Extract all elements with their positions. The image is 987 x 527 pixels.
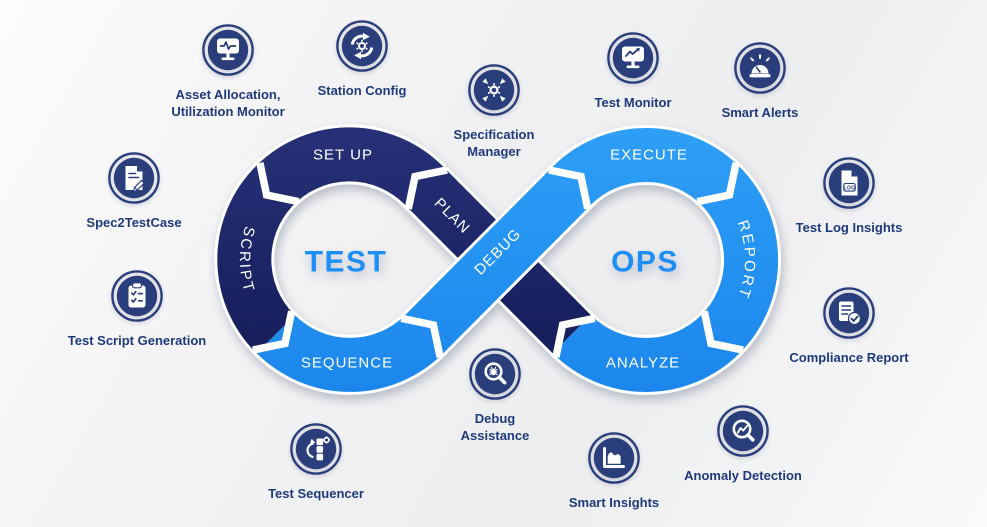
area-chart-icon (588, 432, 640, 484)
flow-chevron (404, 166, 448, 210)
flow-chevron (548, 166, 592, 210)
page-pencil-icon (108, 152, 160, 204)
node-label: Test Script Generation (67, 333, 207, 348)
node-label: Test Log Insights (795, 220, 903, 235)
test-loop-title: TEST (305, 246, 388, 279)
node-asset-allocation: Asset Allocation,Utilization Monitor (133, 24, 323, 120)
node-smart-insights: Smart Insights (519, 432, 709, 511)
document-check-icon (823, 287, 875, 339)
test-loop-band (217, 127, 595, 362)
monitor-chart-icon (607, 32, 659, 84)
flow-chevron (696, 162, 740, 206)
node-smart-alerts: Smart Alerts (665, 42, 855, 121)
node-label: Test Sequencer (268, 486, 364, 501)
alarm-icon (734, 42, 786, 94)
node-compliance-report: Compliance Report (754, 287, 944, 366)
clipboard-checklist-icon (111, 270, 163, 322)
node-test-log-insights: LOG Test Log Insights (754, 157, 944, 236)
flow-chevron (252, 310, 296, 354)
node-label: Station Config (317, 83, 407, 98)
sync-gear-icon (336, 20, 388, 72)
flow-chevron (700, 310, 744, 354)
node-label: Smart Insights (568, 495, 660, 510)
stage-label-report: REPORT (734, 218, 758, 302)
sequencer-blocks-icon (290, 423, 342, 475)
svg-text:LOG: LOG (844, 185, 856, 191)
stage-label-execute: EXECUTE (610, 147, 688, 164)
node-label: Asset Allocation,Utilization Monitor (171, 87, 285, 119)
node-label: Smart Alerts (721, 105, 799, 120)
node-spec2testcase: Spec2TestCase (39, 152, 229, 231)
node-test-monitor: Test Monitor (538, 32, 728, 111)
node-label: Test Monitor (594, 95, 672, 110)
node-anomaly-detection: Anomaly Detection (648, 405, 838, 484)
magnifier-trend-icon (717, 405, 769, 457)
stage-label-sequence: SEQUENCE (301, 355, 393, 372)
node-label: Compliance Report (789, 350, 909, 365)
log-document-icon: LOG (823, 157, 875, 209)
ops-loop-title: OPS (611, 246, 679, 279)
stage-label-setup: SET UP (313, 147, 373, 164)
flow-chevron (400, 314, 444, 358)
bug-magnifier-icon (469, 348, 521, 400)
monitor-pulse-icon (202, 24, 254, 76)
node-test-script-generation: Test Script Generation (42, 270, 232, 349)
node-station-config: Station Config (267, 20, 457, 99)
flow-chevron (256, 162, 300, 206)
node-test-sequencer: Test Sequencer (221, 423, 411, 502)
ops-loop-band (256, 128, 779, 392)
expand-gear-icon (468, 64, 520, 116)
flow-chevron (552, 314, 596, 358)
node-label: Anomaly Detection (684, 468, 802, 483)
node-label: Spec2TestCase (86, 215, 182, 230)
stage-label-script: SCRIPT (236, 224, 258, 295)
stage-label-analyze: ANALYZE (606, 355, 680, 372)
